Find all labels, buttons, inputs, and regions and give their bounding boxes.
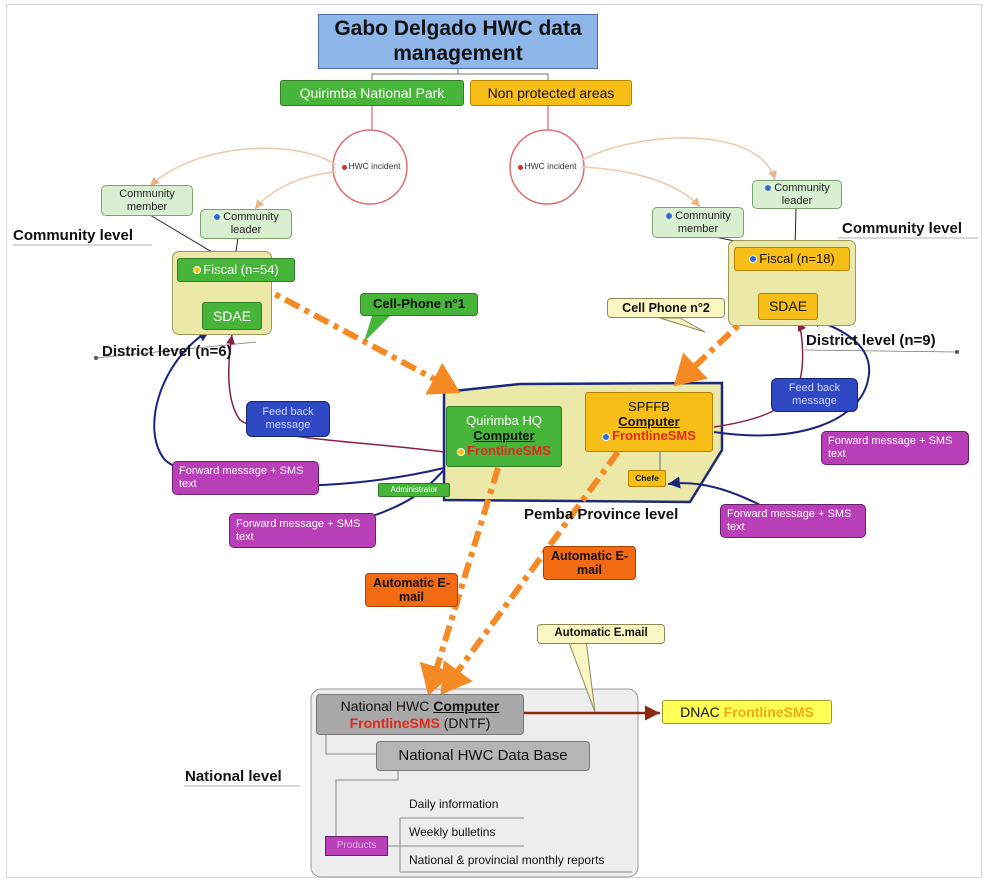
community-leader-left: Community leader	[200, 209, 292, 239]
person-icon	[665, 211, 674, 220]
member-to-fiscal-left	[149, 214, 223, 259]
forward-message-left-1: Forward message + SMS text	[172, 461, 319, 495]
national-computer-node: National HWC Computer FrontlineSMS (DNTF…	[316, 694, 524, 735]
cell-phone-1-callout: Cell-Phone n°1	[360, 293, 478, 316]
feedback-message-right: Feed back message	[771, 378, 858, 412]
person-icon	[602, 433, 611, 442]
fiscal-left: Fiscal (n=54)	[177, 258, 295, 282]
title-connector	[371, 69, 549, 80]
feedback-message-left: Feed back message	[246, 401, 330, 437]
community-member-right: Community member	[652, 207, 744, 238]
fiscal-right: Fiscal (n=18)	[734, 247, 850, 271]
computer-to-database	[325, 735, 376, 755]
incident-to-member-left	[149, 147, 337, 187]
incident-icon	[517, 164, 523, 170]
incident-left: HWC incident	[335, 160, 407, 174]
incident-icon	[341, 164, 347, 170]
district-level-right: District level (n=9)	[806, 332, 936, 349]
automatic-email-left: Automatic E-mail	[365, 573, 458, 607]
products-tree	[388, 817, 632, 873]
province-level: Pemba Province level	[524, 506, 679, 523]
person-icon	[749, 255, 758, 264]
output-monthly: National & provincial monthly reports	[409, 853, 605, 867]
community-level-right: Community level	[842, 220, 963, 237]
spffb-node: SPFFB Computer FrontlineSMS	[585, 392, 713, 452]
quirimba-park-node: Quirimba National Park	[280, 80, 464, 106]
dnac-node: DNAC FrontlineSMS	[662, 700, 832, 724]
person-icon	[213, 213, 222, 222]
district-line-left	[95, 341, 257, 359]
administrator-node: Administrator	[378, 483, 450, 497]
forward-message-right-2: Forward message + SMS text	[720, 504, 866, 538]
forward-message-left-2: Forward message + SMS text	[229, 513, 376, 548]
incident-to-leader-left	[254, 171, 337, 210]
community-leader-right: Community leader	[752, 180, 842, 209]
incident-right: HWC incident	[511, 160, 583, 174]
forward-line-left	[153, 329, 445, 487]
incident-to-member-right	[581, 166, 701, 208]
output-daily: Daily information	[409, 797, 499, 811]
automatic-email-right: Automatic E-mail	[543, 546, 636, 580]
cell-phone-2-callout: Cell Phone n°2	[607, 298, 725, 318]
forward-line-right	[713, 315, 871, 437]
district-line-right	[804, 349, 958, 353]
database-to-products	[335, 770, 399, 836]
output-weekly: Weekly bulletins	[409, 825, 496, 839]
database-node: National HWC Data Base	[376, 741, 590, 771]
incident-to-leader-right	[581, 137, 777, 181]
cellphone2-pointer	[659, 317, 706, 333]
chefe-node: Chefe	[628, 470, 666, 487]
quirimba-hq-node: Quirimba HQ Computer FrontlineSMS	[446, 406, 562, 467]
products-node: Products	[325, 836, 388, 856]
district-level-left: District level (n=6)	[102, 343, 232, 360]
community-member-left: Community member	[101, 185, 193, 216]
community-level-left: Community level	[13, 227, 134, 244]
page-title: Gabo Delgado HWC data management	[318, 14, 598, 69]
national-level: National level	[185, 768, 282, 785]
national-container	[310, 688, 639, 878]
sdae-left: SDAE	[202, 302, 262, 330]
non-protected-node: Non protected areas	[470, 80, 632, 106]
person-icon	[457, 447, 466, 456]
person-icon	[764, 183, 773, 192]
cellphone1-pointer	[364, 316, 390, 342]
automatic-email-callout: Automatic E.mail	[537, 624, 665, 644]
sdae-right: SDAE	[758, 293, 818, 320]
incident-circle-left	[332, 129, 408, 205]
forward-to-chefe	[667, 476, 761, 506]
forward-message-right-1: Forward message + SMS text	[821, 431, 969, 465]
person-icon	[193, 266, 202, 275]
